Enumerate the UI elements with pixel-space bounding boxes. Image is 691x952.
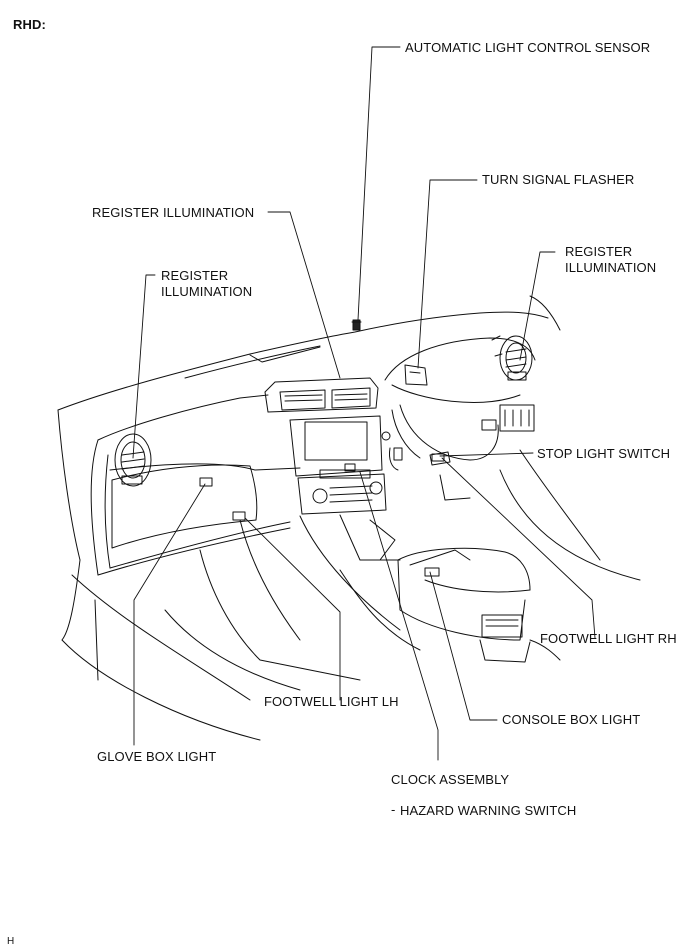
automatic-light-control-sensor-label: AUTOMATIC LIGHT CONTROL SENSOR <box>405 40 651 55</box>
hazard-warning-switch-label: HAZARD WARNING SWITCH <box>400 803 577 818</box>
register-illumination-right-label-line2: ILLUMINATION <box>565 260 657 275</box>
console-box-light-label: CONSOLE BOX LIGHT <box>502 712 641 727</box>
register-illumination-right-label-line1: REGISTER <box>565 244 633 259</box>
center-stack <box>264 377 401 631</box>
variant-label: RHD: <box>13 17 46 32</box>
register-illumination-left-label-line1: REGISTER <box>161 268 229 283</box>
right-register-vent <box>491 335 533 381</box>
register-illumination-left-label-line2: ILLUMINATION <box>161 284 253 299</box>
component-marks <box>199 319 445 521</box>
turn-signal-flasher-label: TURN SIGNAL FLASHER <box>482 172 635 187</box>
footwell-light-lh-label: FOOTWELL LIGHT LH <box>264 694 399 709</box>
stop-light-switch-label: STOP LIGHT SWITCH <box>537 446 671 461</box>
center-console <box>339 547 561 663</box>
footwell-light-rh-label: FOOTWELL LIGHT RH <box>540 631 677 646</box>
dashboard-outline <box>57 311 549 741</box>
leader-lines <box>132 46 596 761</box>
clock-assembly-label: CLOCK ASSEMBLY <box>391 772 510 787</box>
instrument-cluster <box>381 295 641 581</box>
footer-code: H <box>7 936 15 947</box>
register-illumination-center-label: REGISTER ILLUMINATION <box>92 205 255 220</box>
left-register-vent <box>114 433 152 487</box>
hazard-warning-switch-dash: - <box>391 802 396 817</box>
glove-box-light-label: GLOVE BOX LIGHT <box>97 749 217 764</box>
